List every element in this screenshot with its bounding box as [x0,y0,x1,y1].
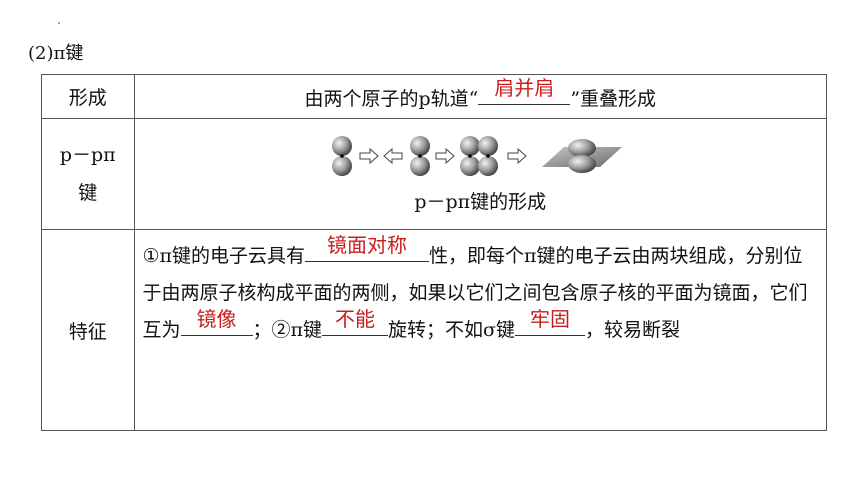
p-orbital-icon [410,135,431,176]
label-feature: 特征 [41,229,135,431]
answer-feature-3: 不能 [335,307,376,331]
pi-formation-diagram [135,129,826,177]
answer-feature-1: 镜面对称 [327,233,408,257]
row-formation: 形成 由两个原子的p轨道“ 肩并肩 ”重叠形成 [41,74,828,119]
blank-feature-3: 不能 [322,307,389,336]
formation-text-after: ”重叠形成 [570,88,657,110]
answer-feature-4: 牢固 [530,307,571,331]
arrow-left-icon [383,147,403,164]
arrow-right-icon [359,147,380,164]
blank-feature-4: 牢固 [515,307,586,336]
label-pp-line2: 键 [78,182,98,204]
label-pp-line1: p－pπ [59,144,116,166]
feature-seg4: 旋转；不如σ键 [388,319,516,341]
cell-pp-bond: p－pπ键的形成 [133,118,828,230]
section-heading: (2)π键 [28,43,84,64]
answer-feature-2: 镜像 [196,307,237,331]
pi-bond-table: 形成 由两个原子的p轨道“ 肩并肩 ”重叠形成 p－pπ 键 [41,74,828,431]
blank-feature-1: 镜面对称 [305,233,430,262]
pi-overlap-icon [460,135,499,176]
decorative-dot [58,22,60,24]
blank-feature-2: 镜像 [180,307,253,336]
pi-formation-svg [332,135,623,176]
feature-seg2: 性，即每个π键的电子云由两块组成，分别位于由两原子核构成平面的两侧，如果以它们之… [142,245,808,341]
arrow-right-icon [435,147,456,164]
p-orbital-icon [332,135,353,176]
pi-overlap-icon [542,138,623,173]
label-pp-bond: p－pπ 键 [41,118,135,230]
row-pp-bond: p－pπ 键 [41,118,828,230]
pp-caption: p－pπ键的形成 [414,190,547,213]
label-formation: 形成 [41,74,135,119]
cell-feature: ①π键的电子云具有镜面对称性，即每个π键的电子云由两块组成，分别位于由两原子核构… [133,229,828,431]
feature-seg5: ，较易断裂 [585,319,681,341]
feature-seg1: ①π键的电子云具有 [142,245,306,267]
answer-formation: 肩并肩 [494,76,555,100]
cell-formation: 由两个原子的p轨道“ 肩并肩 ”重叠形成 [133,74,828,119]
blank-formation: 肩并肩 [478,76,571,105]
formation-text-before: 由两个原子的p轨道“ [304,88,479,110]
row-feature: 特征 ①π键的电子云具有镜面对称性，即每个π键的电子云由两块组成，分别位于由两原… [41,229,828,431]
feature-seg3: ；②π键 [252,319,323,341]
arrow-right-icon [507,147,528,164]
